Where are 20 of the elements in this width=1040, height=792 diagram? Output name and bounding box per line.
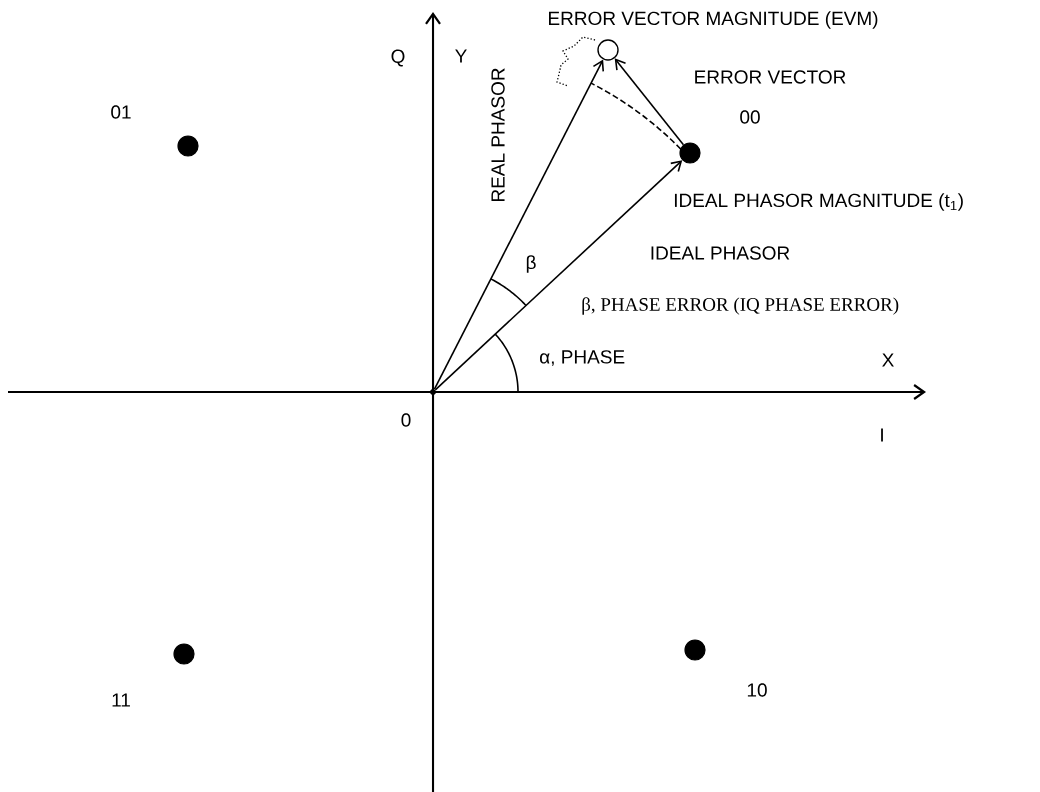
arrow	[614, 58, 685, 146]
axis-label: α, PHASE	[540, 350, 625, 366]
axis-label: I	[881, 428, 883, 442]
edge-label: ERROR VECTOR	[692, 69, 848, 85]
axis-label: Q	[391, 49, 405, 67]
point-label: 00	[740, 110, 760, 124]
point-label: 0	[401, 413, 411, 427]
edge-label: IDEAL PHASOR	[648, 245, 792, 261]
axis-label: Y	[455, 49, 467, 63]
edge-label: REAL PHASOR	[490, 66, 506, 204]
axis-label: β, PHASE ERROR (IQ PHASE ERROR)	[582, 297, 899, 315]
axis-label: β	[526, 255, 536, 273]
point-label: 11	[112, 693, 130, 707]
point-label: ERROR VECTOR MAGNITUDE (EVM)	[549, 11, 878, 29]
arrow	[434, 160, 683, 391]
point-label: 10	[747, 683, 767, 697]
point-label: 01	[111, 105, 131, 119]
point-label: IDEAL PHASOR MAGNITUDE (t$_{1}$)	[674, 193, 963, 211]
arrow	[433, 59, 605, 390]
axis-label: X	[882, 353, 894, 367]
